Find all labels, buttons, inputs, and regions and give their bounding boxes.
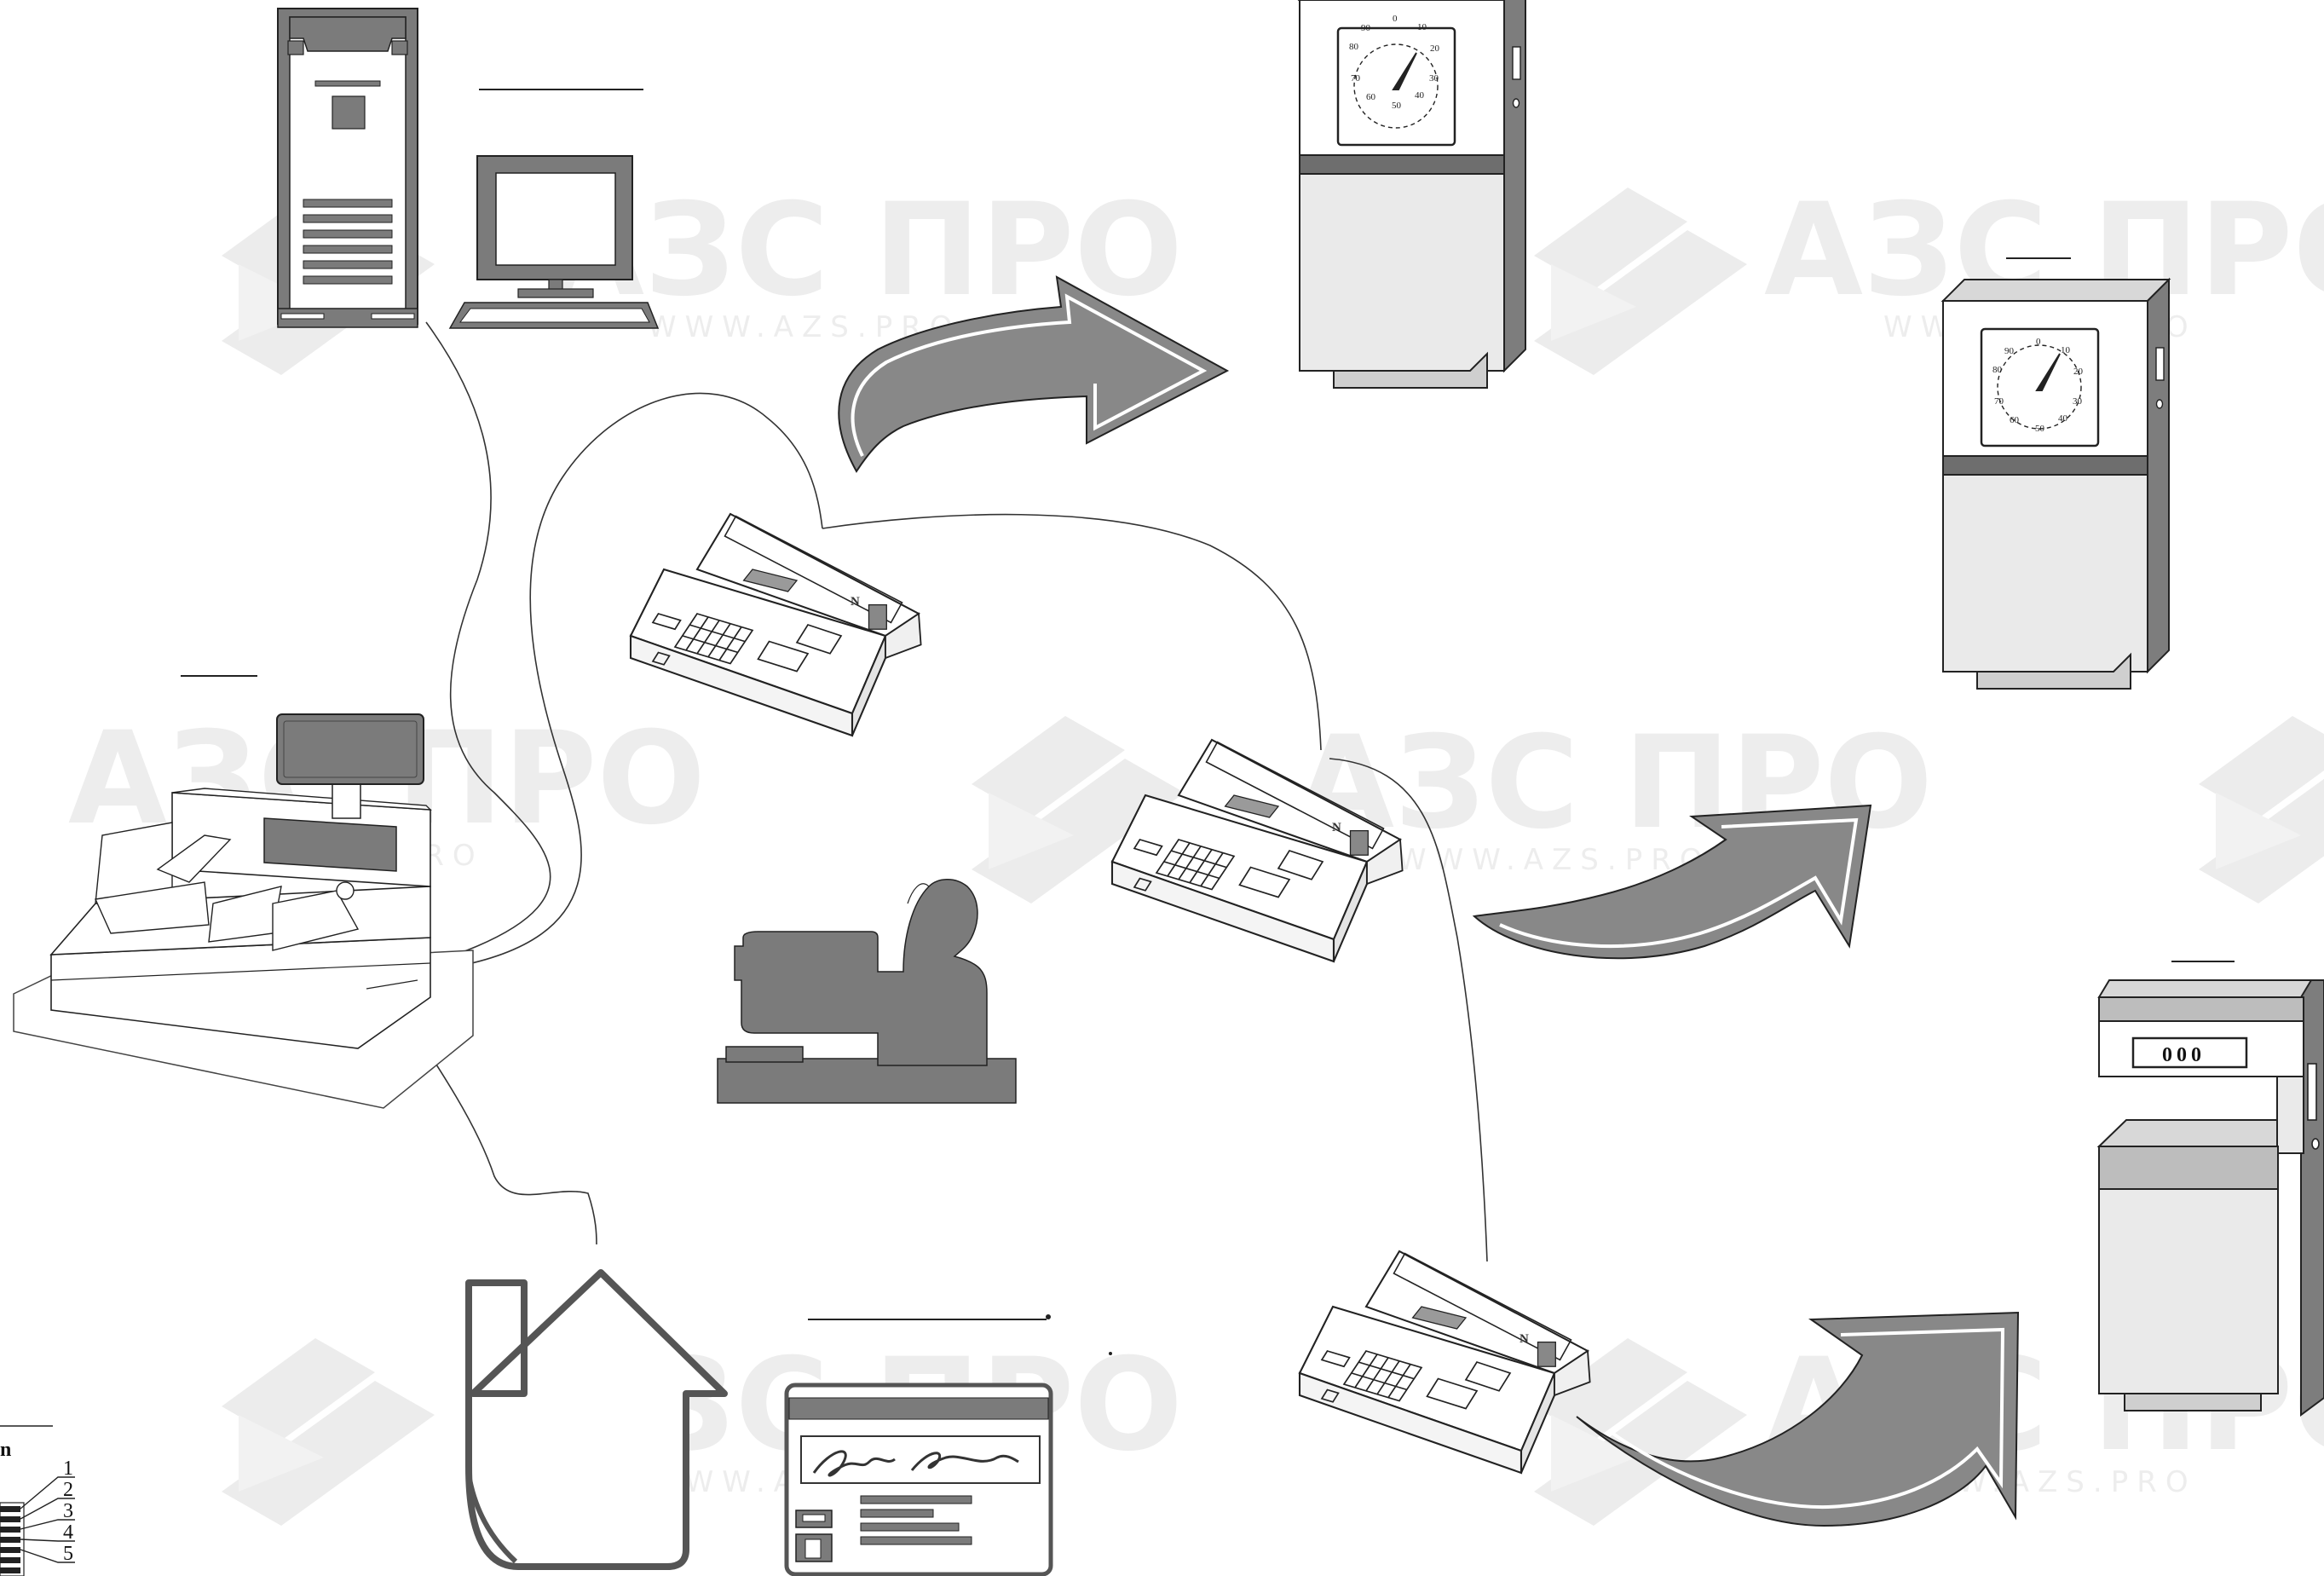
legend-number: 4: [63, 1521, 73, 1544]
dial-number: 10: [2061, 345, 2071, 355]
dial-number: 90: [2004, 346, 2015, 356]
fuel-dispenser-1[interactable]: 0 10 20 30 40 50 60 70 80 90: [1300, 0, 1525, 388]
legend: n 1 2 3 4 5: [0, 1426, 75, 1576]
fuel-dispenser-2[interactable]: 0 10 20 30 40 50 60 70 80 90: [1943, 280, 2169, 689]
dial-number: 80: [1349, 42, 1359, 52]
dial-number: 20: [1430, 43, 1440, 54]
dial-number: 40: [2058, 413, 2068, 424]
dial-number: 10: [1417, 22, 1427, 32]
legend-connector: [0, 1506, 20, 1573]
terminal-3[interactable]: N: [1300, 1251, 1590, 1473]
legend-number: 1: [63, 1458, 73, 1480]
watermark-url: WWW.AZS.PRO: [1398, 843, 1711, 877]
dial-number: 60: [2010, 415, 2020, 425]
legend-number: 3: [63, 1500, 73, 1522]
dial-number: 70: [1351, 73, 1361, 84]
dial-number: 40: [1415, 90, 1425, 101]
server-tower[interactable]: [278, 9, 418, 327]
dial-number: 80: [1992, 365, 2003, 375]
dial-number: 0: [2036, 337, 2041, 347]
terminal-key-letter: N: [1332, 821, 1341, 834]
upload-arrow: [469, 1273, 724, 1567]
card-label-dot: [1046, 1314, 1051, 1319]
card-label-dot: [1109, 1352, 1112, 1355]
terminal-key-letter: N: [851, 595, 860, 609]
terminal-key-letter: N: [1520, 1332, 1529, 1346]
dial-number: 60: [1366, 92, 1376, 102]
operator-silhouette: [718, 880, 1016, 1103]
workstation-monitor[interactable]: [450, 156, 658, 328]
legend-number: 5: [63, 1543, 73, 1565]
legend-header: n: [0, 1439, 11, 1461]
dial-number: 70: [1994, 396, 2004, 407]
terminal-1[interactable]: N: [631, 514, 921, 736]
dial-number: 90: [1361, 23, 1371, 33]
dial-number: 30: [1429, 73, 1439, 84]
dial-number: 50: [2035, 424, 2045, 434]
legend-number: 2: [63, 1479, 73, 1501]
dial-number: 0: [1393, 14, 1398, 24]
fuel-card[interactable]: [787, 1385, 1051, 1574]
dial-number: 30: [2073, 396, 2083, 407]
pump-counter-display: 000: [2162, 1044, 2206, 1066]
dial-number: 50: [1392, 101, 1402, 111]
dial-number: 20: [2073, 367, 2084, 377]
